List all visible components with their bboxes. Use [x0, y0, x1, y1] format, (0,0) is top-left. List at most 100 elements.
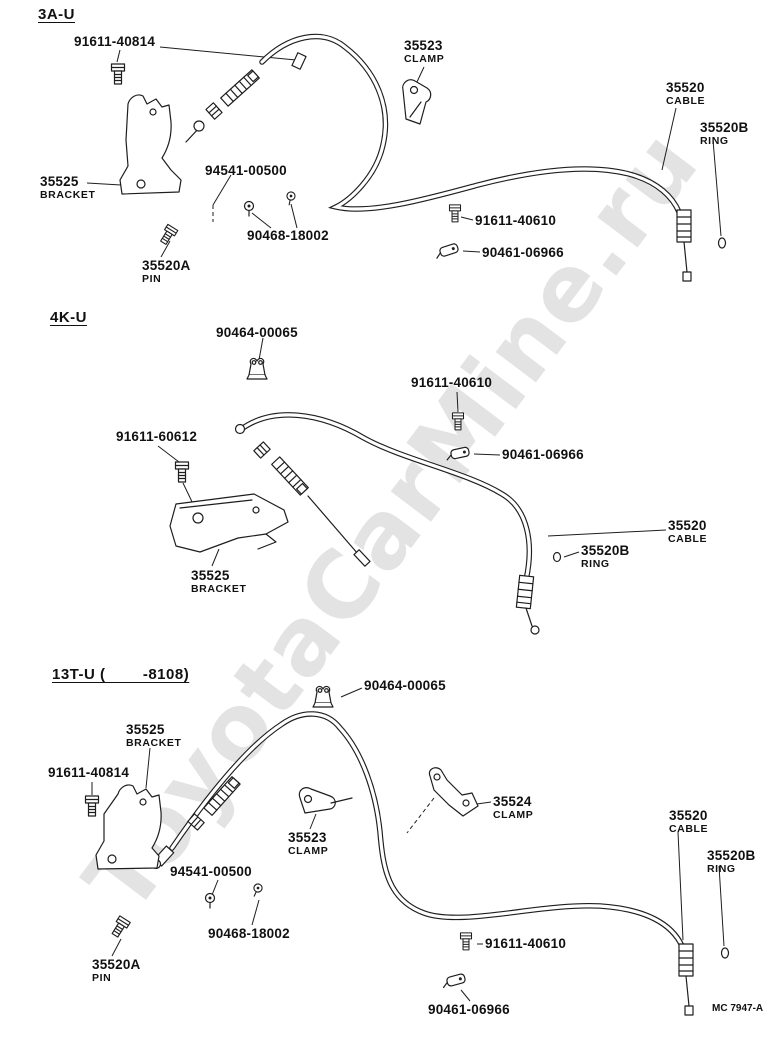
grommet-drawing — [243, 200, 255, 217]
part-label-35520a: 35520A PIN — [92, 957, 141, 984]
grommet-drawing — [204, 892, 216, 909]
section-header-13t-u: 13T-U ( -8108) — [52, 666, 190, 683]
part-number: 35520B — [707, 848, 756, 863]
part-label-91611-60612: 91611-60612 — [116, 429, 198, 445]
part-label-35520a: 35520A PIN — [142, 258, 191, 285]
part-number: 35520A — [142, 258, 191, 273]
cable-clamp-drawing — [444, 446, 471, 461]
ring-drawing — [717, 237, 727, 249]
cable-clamp-drawing — [440, 972, 467, 989]
part-label-94541-00500: 94541-00500 — [205, 163, 287, 179]
part-label-35524: 35524 CLAMP — [493, 794, 534, 821]
part-number: 91611-40814 — [74, 34, 156, 49]
part-number: 35525 — [40, 174, 79, 189]
pin-drawing — [157, 223, 179, 247]
part-name: PIN — [92, 971, 112, 984]
part-number: 35520 — [668, 518, 707, 533]
section-art-4k-u — [157, 337, 667, 635]
bracket-drawing — [95, 784, 162, 870]
part-number: 90468-18002 — [208, 926, 290, 941]
part-name: BRACKET — [191, 582, 247, 595]
part-label-35520b: 35520B RING — [700, 120, 749, 147]
part-name: CABLE — [666, 94, 706, 107]
part-label-91611-40814: 91611-40814 — [74, 34, 156, 50]
part-label-35520b: 35520B RING — [707, 848, 756, 875]
part-number: 90461-06966 — [428, 1002, 510, 1017]
part-number: 91611-40610 — [411, 375, 493, 390]
section-art-3a-u — [86, 33, 727, 282]
adjuster-drawing — [220, 69, 260, 107]
part-label-35525: 35525 BRACKET — [191, 568, 247, 595]
part-number: 35520A — [92, 957, 141, 972]
ring-drawing — [720, 947, 730, 959]
part-name: PIN — [142, 272, 162, 285]
part-number: 90464-00065 — [364, 678, 446, 693]
part-name: CLAMP — [404, 52, 445, 65]
part-label-35523: 35523 CLAMP — [404, 38, 445, 65]
part-name: RING — [700, 134, 729, 147]
ring-drawing — [552, 551, 562, 563]
adjuster-nut-drawing — [205, 102, 223, 120]
part-label-35520: 35520 CABLE — [669, 808, 709, 835]
part-label-90464-00065: 90464-00065 — [364, 678, 446, 694]
section-header-4k-u: 4K-U — [50, 309, 88, 326]
bolt-drawing — [451, 412, 465, 431]
bolt-drawing — [110, 63, 126, 85]
part-name: RING — [581, 557, 610, 570]
part-name: CLAMP — [288, 844, 329, 857]
part-number: 90464-00065 — [216, 325, 298, 340]
cable-clamp-drawing — [433, 242, 460, 260]
part-number: 35523 — [288, 830, 327, 845]
cable-clip-drawing — [291, 52, 307, 70]
cable-end-drawing — [678, 943, 694, 977]
part-label-91611-40814: 91611-40814 — [48, 765, 130, 781]
grommet-drawing — [249, 882, 264, 899]
adjuster-drawing — [271, 456, 309, 496]
bracket-drawing — [119, 94, 182, 195]
part-label-90461-06966: 90461-06966 — [428, 1002, 510, 1018]
adjuster-nut-drawing — [253, 441, 271, 459]
bolt-drawing — [448, 204, 462, 223]
part-number: 94541-00500 — [205, 163, 287, 178]
part-name: RING — [707, 862, 736, 875]
section-art-13t-u — [84, 685, 730, 1016]
wire-clamp-drawing — [246, 357, 268, 380]
bolt-drawing — [174, 461, 190, 483]
wire-clamp-drawing — [312, 685, 334, 708]
clamp-drawing — [298, 786, 336, 814]
part-label-90468-18002: 90468-18002 — [247, 228, 329, 244]
part-number: 35520 — [669, 808, 708, 823]
part-number: 35523 — [404, 38, 443, 53]
adjuster-nut-drawing — [187, 813, 205, 831]
part-number: 35525 — [191, 568, 230, 583]
pin-drawing — [109, 915, 131, 940]
bolt-drawing — [459, 932, 473, 951]
part-number: 91611-40610 — [485, 936, 567, 951]
part-number: 35520B — [700, 120, 749, 135]
bolt-drawing — [84, 795, 100, 817]
part-number: 91611-60612 — [116, 429, 198, 444]
part-number: 90461-06966 — [502, 447, 584, 462]
part-number: 90461-06966 — [482, 245, 564, 260]
section-header-3a-u: 3A-U — [38, 6, 76, 23]
part-label-91611-40610: 91611-40610 — [485, 936, 567, 952]
cable-end-drawing — [676, 209, 692, 243]
throttle-cable-drawing — [169, 711, 685, 949]
grommet-drawing — [284, 190, 297, 207]
part-name: CABLE — [669, 822, 709, 835]
part-number: 90468-18002 — [247, 228, 329, 243]
part-label-35525: 35525 BRACKET — [40, 174, 96, 201]
part-label-90461-06966: 90461-06966 — [482, 245, 564, 261]
cable-end-drawing — [515, 574, 535, 610]
part-number: 35524 — [493, 794, 532, 809]
part-label-94541-00500: 94541-00500 — [170, 864, 252, 880]
part-number: 91611-40814 — [48, 765, 130, 780]
throttle-cable-drawing — [237, 412, 533, 583]
part-label-35520b: 35520B RING — [581, 543, 630, 570]
part-name: CLAMP — [493, 808, 534, 821]
part-label-35520: 35520 CABLE — [666, 80, 706, 107]
part-label-35520: 35520 CABLE — [668, 518, 707, 545]
part-number: 35520B — [581, 543, 630, 558]
